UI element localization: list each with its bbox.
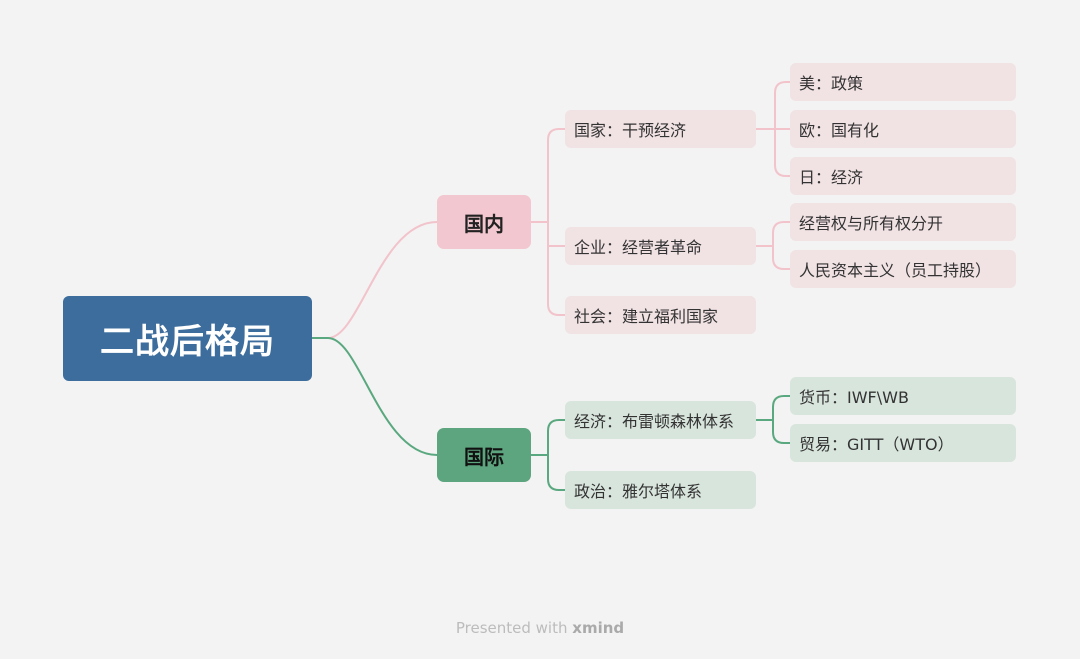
topic-managerial-revolution[interactable]: 企业：经营者革命 [565,227,756,265]
topic-yalta-system[interactable]: 政治：雅尔塔体系 [565,471,756,509]
topic-currency[interactable]: 货币：IWF\WB [790,377,1016,415]
topic-europe-nationalization[interactable]: 欧：国有化 [790,110,1016,148]
topic-ownership-separation[interactable]: 经营权与所有权分开 [790,203,1016,241]
xmind-logo: xmind [572,619,625,637]
footer-prefix: Presented with [455,619,568,637]
connector-root-international [312,337,438,456]
root-topic[interactable]: 二战后格局 [63,296,312,381]
connector-root-domestic [312,221,438,339]
footer-credit: Presented with xmind [0,619,1080,637]
connector-enterprise-l3 [756,221,790,270]
connector-domestic-l2 [531,128,565,316]
topic-bretton-woods[interactable]: 经济：布雷顿森林体系 [565,401,756,439]
topic-state-intervention[interactable]: 国家：干预经济 [565,110,756,148]
topic-welfare-state[interactable]: 社会：建立福利国家 [565,296,756,334]
connector-state-l3 [756,81,790,177]
connector-international-l2 [531,419,565,491]
topic-usa-policy[interactable]: 美：政策 [790,63,1016,101]
topic-international[interactable]: 国际 [437,428,531,482]
connector-economy-l3 [756,395,790,444]
topic-people-capitalism[interactable]: 人民资本主义（员工持股） [790,250,1016,288]
topic-domestic[interactable]: 国内 [437,195,531,249]
topic-japan-economy[interactable]: 日：经济 [790,157,1016,195]
topic-trade[interactable]: 贸易：GITT（WTO） [790,424,1016,462]
